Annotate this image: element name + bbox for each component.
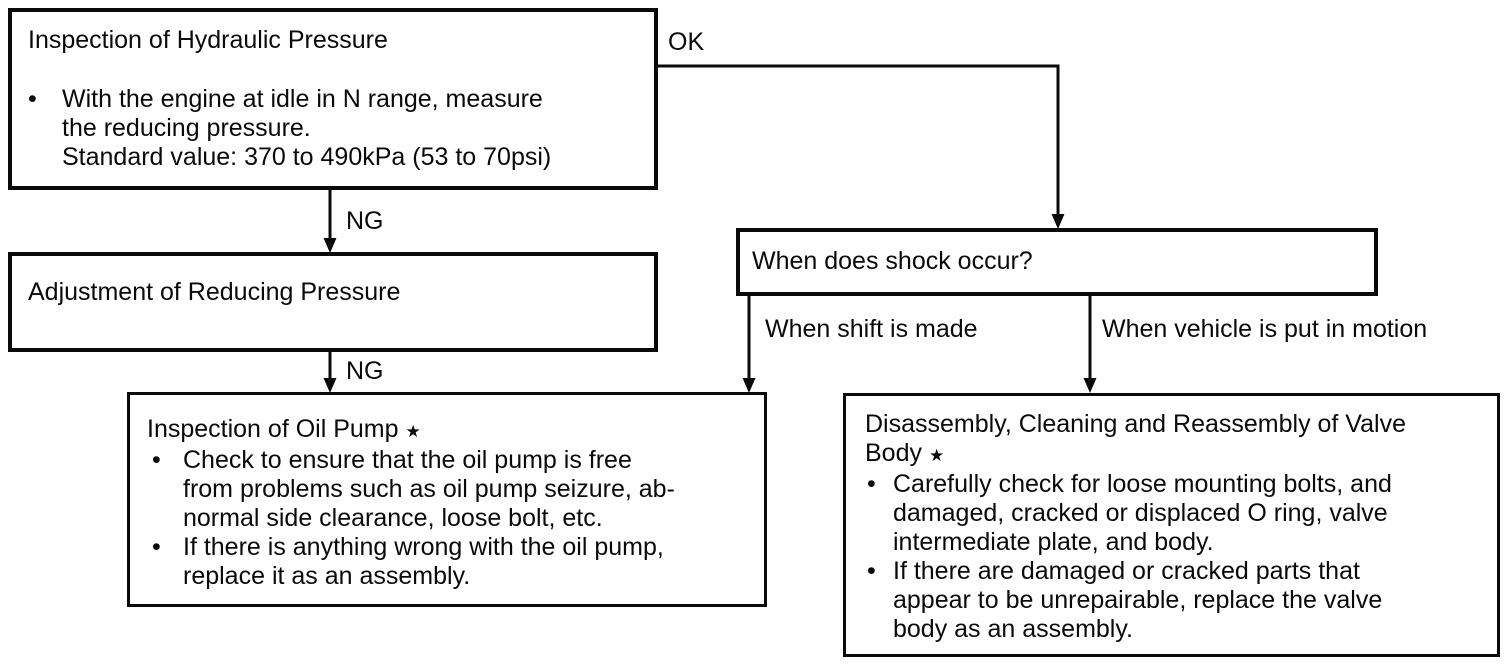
bullet-line: intermediate plate, and body. [893, 528, 1214, 556]
bullet-line: the reducing pressure. [62, 114, 311, 142]
star-icon: ★ [405, 422, 421, 441]
arrowhead-down-icon [1083, 378, 1097, 393]
box-inspection-hydraulic-pressure: Inspection of Hydraulic Pressure • With … [8, 8, 658, 190]
box-title: When does shock occur? [752, 247, 1033, 275]
bullet-item: • If there is anything wrong with the oi… [147, 533, 760, 591]
bullet-icon: • [867, 557, 876, 585]
arrowhead-down-icon [323, 238, 337, 253]
label-when-shift-is-made: When shift is made [765, 315, 978, 343]
bullet-line: damaged, cracked or displaced O ring, va… [893, 499, 1388, 527]
label-ok: OK [668, 28, 705, 56]
bullet-line: normal side clearance, loose bolt, etc. [183, 504, 603, 532]
bullet-icon: • [152, 446, 161, 474]
box-title: Disassembly, Cleaning and Reassembly of … [865, 410, 1491, 470]
box-adjustment-reducing-pressure: Adjustment of Reducing Pressure [8, 252, 658, 352]
bullet-text: Carefully check for loose mounting bolts… [893, 470, 1392, 557]
bullet-text: If there is anything wrong with the oil … [183, 533, 664, 591]
box-title: Inspection of Hydraulic Pressure [28, 26, 388, 54]
connector-ok-elbow [658, 64, 1060, 217]
bullet-line: With the engine at idle in N range, meas… [62, 85, 543, 113]
bullet-line: replace it as an assembly. [183, 562, 471, 590]
bullet-text: If there are damaged or cracked parts th… [893, 557, 1382, 644]
bullet-line: Standard value: 370 to 490kPa (53 to 70p… [62, 143, 552, 171]
label-ng-bottom: NG [346, 357, 384, 385]
label-ng-top: NG [346, 207, 384, 235]
box-inspection-oil-pump: Inspection of Oil Pump ★ • Check to ensu… [127, 392, 767, 607]
bullet-item: • Check to ensure that the oil pump is f… [147, 446, 760, 533]
arrowhead-down-icon [1051, 214, 1065, 229]
star-icon: ★ [928, 446, 945, 465]
bullet-icon: • [867, 470, 876, 498]
box-title-line: Disassembly, Cleaning and Reassembly of … [865, 410, 1406, 438]
bullet-text: With the engine at idle in N range, meas… [62, 85, 551, 172]
bullet-icon: • [28, 85, 37, 113]
bullet-line: If there is anything wrong with the oil … [183, 533, 664, 561]
bullet-list: • Check to ensure that the oil pump is f… [147, 446, 760, 591]
box-title-line: Body ★ [865, 439, 1491, 470]
box-title: Adjustment of Reducing Pressure [28, 278, 401, 306]
bullet-item: • With the engine at idle in N range, me… [28, 85, 648, 172]
bullet-line: If there are damaged or cracked parts th… [893, 557, 1360, 585]
box-title-text: Inspection of Oil Pump [147, 415, 399, 443]
bullet-list: • Carefully check for loose mounting bol… [865, 470, 1491, 644]
box-when-does-shock-occur: When does shock occur? [736, 228, 1378, 296]
bullet-item: • Carefully check for loose mounting bol… [865, 470, 1491, 557]
box-title: Inspection of Oil Pump ★ [147, 415, 760, 446]
bullet-line: Carefully check for loose mounting bolts… [893, 470, 1392, 498]
arrowhead-down-icon [742, 378, 756, 393]
label-when-vehicle-put-in-motion: When vehicle is put in motion [1102, 315, 1428, 343]
bullet-item: • If there are damaged or cracked parts … [865, 557, 1491, 644]
bullet-line: Check to ensure that the oil pump is fre… [183, 446, 632, 474]
bullet-line: body as an assembly. [893, 615, 1133, 643]
box-valve-body-disassembly: Disassembly, Cleaning and Reassembly of … [843, 393, 1500, 657]
bullet-line: from problems such as oil pump seizure, … [183, 475, 675, 503]
bullet-text: Check to ensure that the oil pump is fre… [183, 446, 675, 533]
bullet-line: appear to be unrepairable, replace the v… [893, 586, 1383, 614]
arrowhead-down-icon [323, 378, 337, 393]
bullet-icon: • [152, 533, 161, 561]
bullet-list: • With the engine at idle in N range, me… [28, 85, 648, 172]
box-title-text: Body [865, 439, 922, 467]
